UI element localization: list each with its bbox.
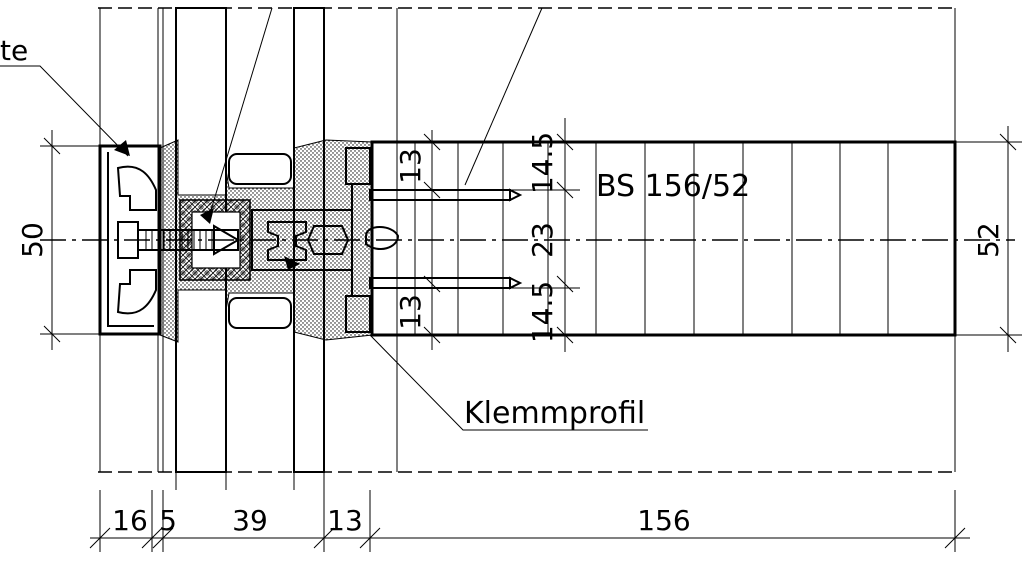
leader-lines bbox=[0, 7, 648, 431]
spacers bbox=[228, 153, 292, 329]
label-profile: BS 156/52 bbox=[596, 169, 750, 204]
dim-bottom-16: 16 bbox=[112, 504, 148, 537]
label-clamp-profile: Klemmprofil bbox=[464, 396, 645, 431]
dim-height-right: 52 bbox=[972, 222, 1005, 258]
dim-height-left: 50 bbox=[16, 222, 49, 258]
sealant bbox=[159, 139, 373, 343]
dim-outer-top: 14.5 bbox=[526, 132, 559, 194]
dim-inner-top: 13 bbox=[394, 148, 427, 184]
dim-bottom-13: 13 bbox=[327, 504, 363, 537]
beam-ribs bbox=[414, 142, 889, 335]
label-left-cut: te bbox=[0, 34, 28, 67]
dashed-frame bbox=[98, 7, 955, 473]
cover-cap bbox=[98, 140, 162, 336]
dim-bottom-5: 5 bbox=[159, 504, 177, 537]
dim-inner-bottom: 13 bbox=[394, 294, 427, 330]
dim-outer-bottom: 14.5 bbox=[526, 281, 559, 343]
dim-middle: 23 bbox=[526, 222, 559, 258]
dim-bottom-156: 156 bbox=[637, 504, 690, 537]
dimension-lines bbox=[40, 118, 1022, 552]
dim-bottom-39: 39 bbox=[232, 504, 268, 537]
